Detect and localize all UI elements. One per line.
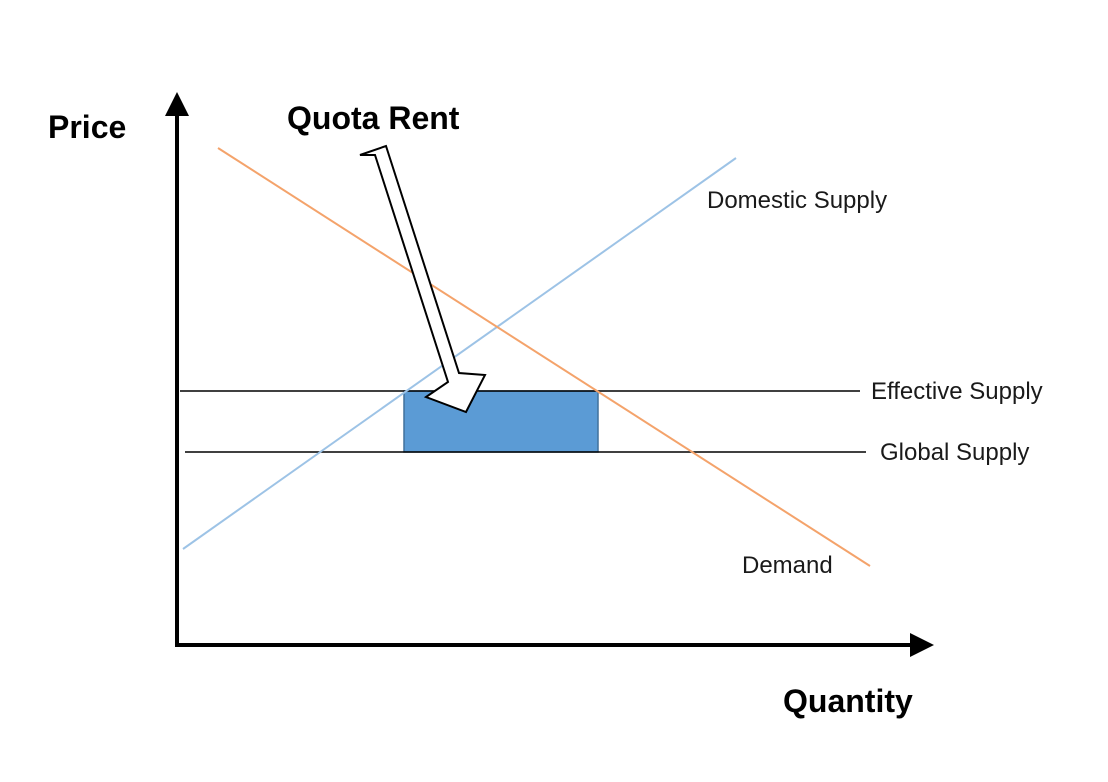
quota-rent-arrow-icon — [359, 144, 487, 414]
x-axis-title: Quantity — [783, 683, 913, 719]
global-supply-label: Global Supply — [880, 439, 1029, 466]
quota-rent-label: Quota Rent — [287, 100, 460, 136]
y-axis-title: Price — [48, 109, 126, 145]
effective-supply-label: Effective Supply — [871, 378, 1043, 405]
demand-line — [217, 147, 871, 567]
domestic-supply-label: Domestic Supply — [707, 187, 887, 214]
demand-label: Demand — [742, 552, 833, 579]
domestic-supply-line — [182, 157, 737, 550]
